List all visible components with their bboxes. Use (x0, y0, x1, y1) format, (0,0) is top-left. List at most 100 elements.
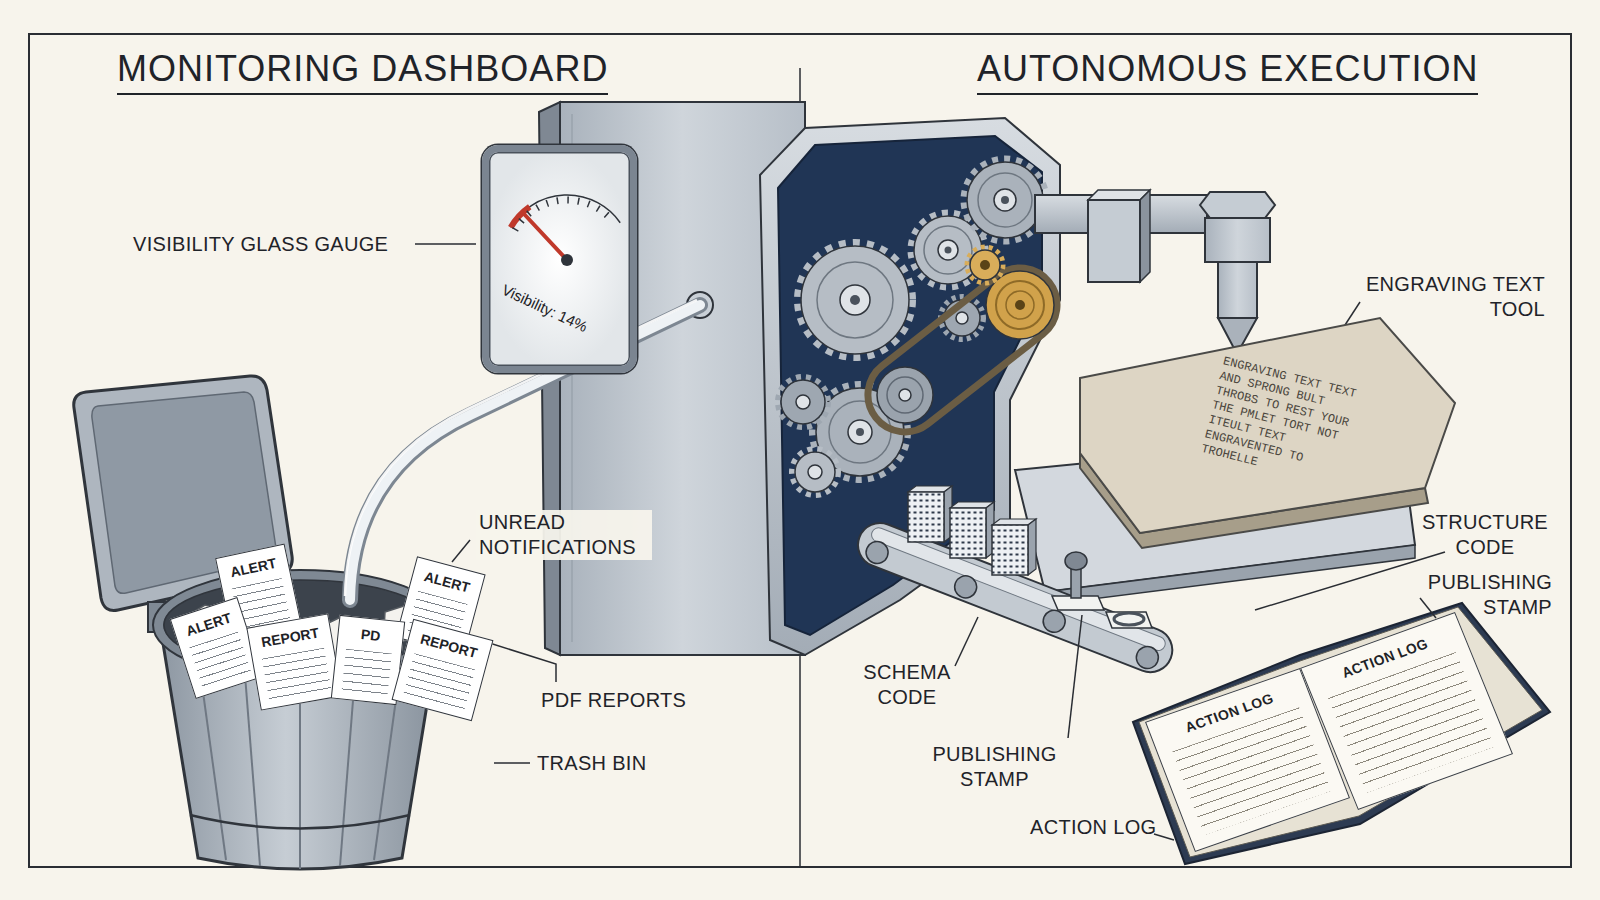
gear-train (778, 377, 828, 427)
leader-line (1068, 615, 1082, 738)
gear-train (938, 240, 958, 260)
gear-train (1006, 291, 1034, 319)
conveyor-belt (852, 517, 1179, 679)
paper-sheet: REPORT (246, 613, 342, 710)
press-tool (1052, 552, 1152, 628)
leader-line (452, 540, 470, 562)
gear-train (924, 226, 972, 274)
gear-train (778, 377, 828, 427)
bin-body (200, 670, 226, 860)
gear-train (996, 281, 1044, 329)
gear-train (850, 295, 860, 305)
ruled-lines (189, 632, 250, 688)
gear-train (887, 377, 923, 413)
callout-label: PDF REPORTS (541, 688, 686, 713)
callout-label: STRUCTURE CODE (1418, 510, 1552, 560)
shape-text: ALERT (420, 568, 473, 597)
dot-blocks (1028, 519, 1036, 575)
gear-train (967, 162, 1043, 238)
leader-line (955, 617, 978, 666)
conveyor-belt (870, 526, 1168, 653)
gear-train (798, 243, 912, 357)
leader-line (1420, 598, 1436, 618)
callout-label: ACTION LOG (1030, 815, 1156, 840)
callout-label: TRASH BIN (537, 751, 646, 776)
work-plate (1045, 545, 1415, 605)
leader-line (1154, 834, 1174, 840)
gear-train (980, 260, 990, 270)
gear-train (967, 247, 1003, 283)
leader-line (1255, 552, 1445, 610)
conveyor-belt (863, 538, 891, 566)
dial-face (561, 254, 573, 266)
book-cover (1133, 603, 1550, 864)
ruled-lines (403, 653, 475, 710)
slab-top (1080, 318, 1455, 533)
press-tool (1106, 612, 1152, 628)
callout-label: SCHEMA CODE (852, 660, 962, 710)
gear-train (964, 159, 1046, 241)
gear-train (945, 247, 952, 254)
gear-train (994, 189, 1016, 211)
gear-train (848, 420, 872, 444)
ruled-lines (261, 648, 330, 700)
shape-text: PD (358, 626, 383, 644)
press-tool (1071, 566, 1081, 598)
shape-text: Visibility: 14% (499, 281, 590, 335)
gear-train (798, 243, 912, 357)
conveyor-belt (951, 573, 979, 601)
dial-frame: Visibility: 14% (482, 145, 637, 373)
gear-train (801, 246, 909, 354)
callout-label: ENGRAVING TEXT TOOL (1345, 272, 1545, 322)
leader-line (494, 762, 530, 764)
gear-train (853, 253, 1072, 447)
ruled-lines (342, 649, 392, 696)
dial-face (525, 215, 567, 260)
gear-train (899, 389, 911, 401)
gear-train (856, 428, 864, 436)
spindle (1035, 190, 1207, 282)
leader-line (415, 244, 1445, 840)
callout-label: VISIBILITY GLASS GAUGE (133, 232, 388, 257)
gear-train (1001, 196, 1009, 204)
gear-train (964, 159, 1046, 241)
gear-train (778, 159, 1072, 495)
gear-train (795, 452, 835, 492)
conveyor-belt (852, 517, 1179, 679)
gear-train (817, 262, 893, 338)
gear-train (956, 312, 968, 324)
dot-blocks (908, 486, 1036, 575)
spindle (1088, 200, 1140, 282)
section-heading: MONITORING DASHBOARD (117, 48, 608, 95)
gear-train (978, 173, 1032, 227)
dial-face (515, 200, 613, 230)
conveyor-belt (1040, 607, 1068, 635)
dot-blocks (950, 508, 986, 558)
cutting-tool (1200, 192, 1275, 218)
press-tool (1065, 552, 1087, 570)
dot-blocks (908, 492, 944, 542)
gear-train (792, 449, 838, 495)
bin-body (299, 676, 301, 869)
book-cover (1133, 603, 1550, 864)
gear-train (840, 285, 870, 315)
cutting-tool (1218, 262, 1257, 318)
shape-text: REPORT (258, 624, 322, 651)
gear-train (781, 380, 825, 424)
gear-train (877, 367, 933, 423)
callout-label: PUBLISHING STAMP (922, 742, 1067, 792)
bin-body (245, 675, 260, 866)
cutting-tool (1205, 218, 1270, 262)
callout-label: UNREAD NOTIFICATIONS (476, 510, 652, 560)
spindle (1140, 190, 1150, 282)
dial-face (487, 150, 632, 368)
dial-face (487, 150, 632, 368)
press-tool (1114, 613, 1144, 625)
gear-train (796, 395, 810, 409)
bin-body (340, 675, 355, 866)
stone-slab: ENGRAVING TEXT TEXT AND SPRONG BULT THRO… (1080, 318, 1460, 550)
gear-train (1015, 300, 1025, 310)
leader-line (415, 243, 476, 245)
